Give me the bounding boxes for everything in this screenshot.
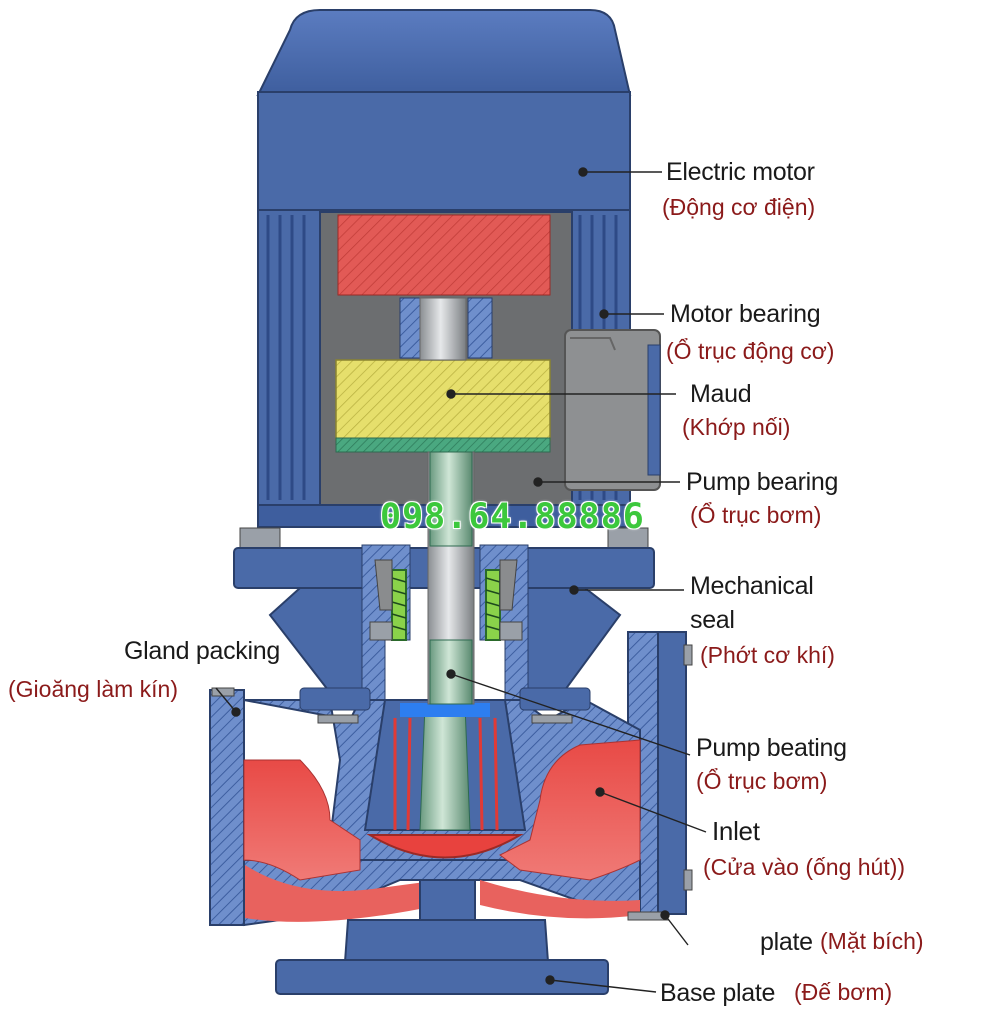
label-pump-bearing-vi: (Ổ trục bơm) [690,502,822,528]
label-flange-plate: plate [760,928,813,956]
label-gland-packing-vi: (Gioăng làm kín) [8,676,179,702]
label-mechanical-seal-line1: Mechanical [690,572,814,600]
label-mechanical-seal-vi: (Phớt cơ khí) [700,642,835,668]
pump-casing [209,631,693,995]
phone-watermark: 098.64.88886 [380,497,645,537]
label-electric-motor-vi: (Động cơ điện) [662,194,816,220]
label-pump-beating: Pump beating [696,734,847,762]
label-motor-bearing: Motor bearing [670,300,821,328]
label-gland-packing: Gland packing [124,637,280,665]
label-base-plate: Base plate [660,979,776,1007]
label-maud-vi: (Khớp nối) [682,414,791,440]
label-pump-bearing: Pump bearing [686,468,839,496]
label-maud: Maud [690,380,752,408]
label-motor-bearing-vi: (Ổ trục động cơ) [666,338,835,364]
label-electric-motor: Electric motor [666,158,815,186]
pump-shaft [419,297,475,705]
label-inlet-vi: (Cửa vào (ống hút)) [703,854,906,880]
label-base-plate-vi: (Đế bơm) [794,979,893,1005]
label-mechanical-seal-line2: seal [690,606,735,634]
label-flange-plate-vi: (Mặt bích) [820,928,924,954]
label-pump-beating-vi: (Ổ trục bơm) [696,768,828,794]
label-inlet: Inlet [712,816,760,846]
leader-lines [215,167,707,993]
electric-motor [256,9,661,528]
